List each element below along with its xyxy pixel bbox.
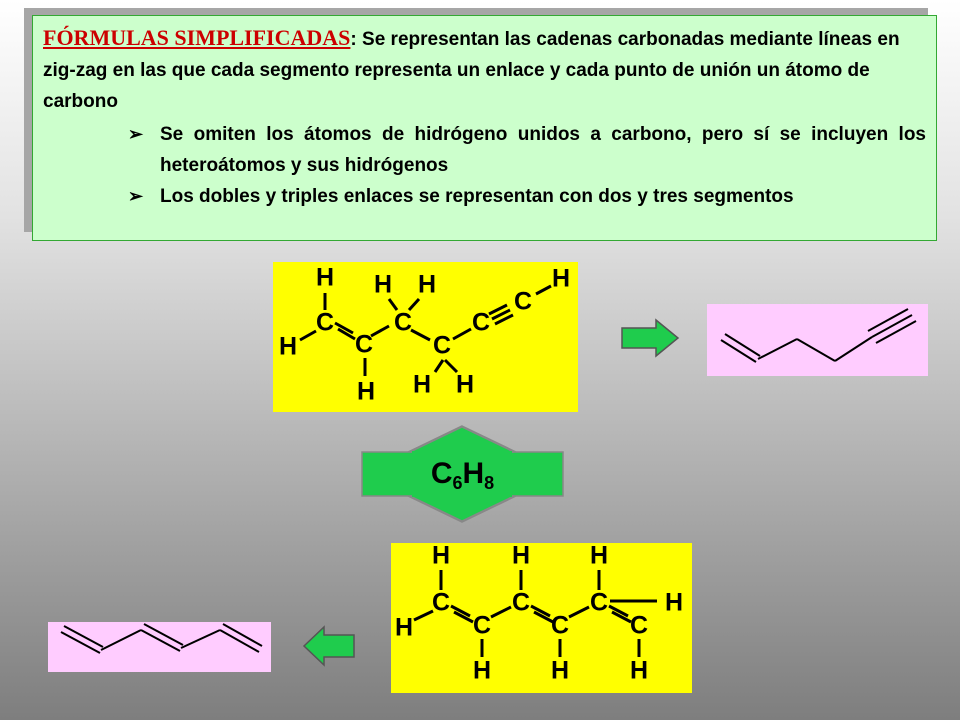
molecular-formula: C6H8 [430,457,495,493]
atom-c: C [354,330,374,359]
definition-heading: FÓRMULAS SIMPLIFICADAS [43,25,351,50]
atom-h: H [589,541,609,570]
definition-paragraph: FÓRMULAS SIMPLIFICADAS: Se representan l… [43,22,926,117]
rules-list: ➢ Se omiten los átomos de hidrógeno unido… [43,119,926,212]
definition-box: FÓRMULAS SIMPLIFICADAS: Se representan l… [32,15,937,241]
atom-c: C [315,308,335,337]
atom-h: H [629,656,649,685]
atom-c: C [472,611,492,640]
atom-h: H [431,541,451,570]
atom-c: C [589,588,609,617]
atom-h: H [551,264,571,293]
atom-h: H [417,270,437,299]
top-structural-formula: H H H H C C C H C C C H H H [273,262,578,412]
atom-h: H [664,588,684,617]
atom-h: H [412,370,432,399]
bottom-skeletal-formula [48,622,271,672]
atom-c: C [432,331,452,360]
left-arrow-icon [302,625,355,667]
bottom-structure-bonds [413,570,657,657]
atom-h: H [550,656,570,685]
atom-c: C [550,611,570,640]
double-arrow-icon [361,425,564,523]
rule-item-2: ➢ Los dobles y triples enlaces se represe… [128,181,926,212]
bottom-structural-formula: H H H C C C H H C C C H H H [391,543,692,693]
atom-h: H [373,270,393,299]
arrowhead-bullet-icon: ➢ [128,124,144,144]
top-structure-bonds [299,284,552,376]
atom-h: H [455,370,475,399]
atom-h: H [394,613,414,642]
atom-c: C [513,287,533,316]
atom-h: H [472,656,492,685]
bottom-skeletal-lines [60,623,263,654]
atom-h: H [278,332,298,361]
atom-h: H [315,263,335,292]
top-skeletal-formula [707,304,928,376]
definition-text: : Se representan las cadenas carbonadas … [43,29,900,112]
atom-c: C [511,588,531,617]
atom-c: C [431,588,451,617]
rule-text-1: Se omiten los átomos de hidrógeno unidos… [160,124,926,176]
atom-c: C [393,308,413,337]
arrowhead-bullet-icon: ➢ [128,186,144,206]
top-skeletal-lines [720,308,917,363]
right-arrow-icon [621,318,680,358]
atom-h: H [511,541,531,570]
atom-c: C [471,308,491,337]
atom-c: C [629,611,649,640]
rule-item-1: ➢ Se omiten los átomos de hidrógeno unido… [128,119,926,181]
rule-text-2: Los dobles y triples enlaces se represen… [160,186,794,207]
molecular-formula-arrow: C6H8 [360,424,565,524]
atom-h: H [356,377,376,406]
